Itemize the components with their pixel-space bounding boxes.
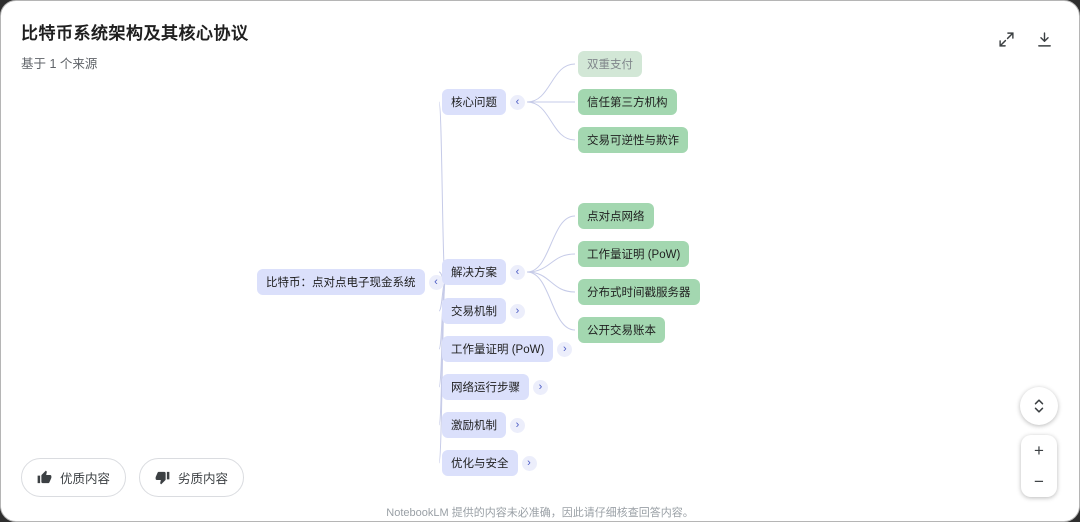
mindmap-node-optimization: 优化与安全›	[442, 450, 537, 476]
mindmap-node-incentive: 激励机制›	[442, 412, 525, 438]
mindmap-node-label-double-spend[interactable]: 双重支付	[578, 51, 642, 77]
chevron-down-icon	[1034, 407, 1044, 413]
bad-content-label: 劣质内容	[178, 472, 229, 486]
zoom-in-button[interactable]: +	[1021, 435, 1057, 466]
mindmap-node-public-ledger: 公开交易账本	[578, 317, 665, 343]
mindmap-node-label-p2p-network[interactable]: 点对点网络	[578, 203, 654, 229]
collapse-button-solutions[interactable]: ‹	[510, 264, 525, 280]
mindmap-node-label-core-problems[interactable]: 核心问题	[442, 89, 506, 115]
mindmap-node-pow-branch: 工作量证明 (PoW)›	[442, 336, 573, 362]
page-title: 比特币系统架构及其核心协议	[21, 24, 249, 43]
mindmap-node-tx-mechanism: 交易机制›	[442, 298, 525, 324]
mindmap-node-third-party: 信任第三方机构	[578, 89, 677, 115]
header: 比特币系统架构及其核心协议 基于 1 个来源	[21, 19, 249, 72]
mindmap-node-reversibility: 交易可逆性与欺诈	[578, 127, 688, 153]
download-icon	[1037, 31, 1051, 47]
map-controls: + −	[1020, 387, 1058, 497]
feedback-bar: 优质内容 劣质内容	[21, 458, 245, 497]
mindmap-node-label-solutions[interactable]: 解决方案	[442, 259, 506, 285]
mindmap-node-label-tx-mechanism[interactable]: 交易机制	[442, 298, 506, 324]
thumbs-up-icon	[37, 470, 52, 484]
mindmap-node-root: 比特币：点对点电子现金系统‹	[257, 269, 444, 295]
scroll-toggle-button[interactable]	[1020, 387, 1058, 425]
chevron-up-icon	[1034, 399, 1044, 405]
download-button[interactable]	[1033, 28, 1055, 50]
expand-button-pow-branch[interactable]: ›	[557, 341, 573, 357]
collapse-button-core-problems[interactable]: ‹	[510, 94, 525, 110]
mindmap-node-solutions: 解决方案‹	[442, 259, 525, 285]
mindmap-node-label-pow-branch[interactable]: 工作量证明 (PoW)	[442, 336, 554, 362]
mindmap-node-label-timestamp-server[interactable]: 分布式时间戳服务器	[578, 279, 700, 305]
expand-button-network-steps[interactable]: ›	[533, 379, 548, 395]
mindmap-node-label-pow-solution[interactable]: 工作量证明 (PoW)	[578, 241, 690, 267]
mindmap-node-pow-solution: 工作量证明 (PoW)	[578, 241, 690, 267]
disclaimer-text: NotebookLM 提供的内容未必准确，因此请仔细核查回答内容。	[386, 507, 694, 519]
mindmap-node-label-reversibility[interactable]: 交易可逆性与欺诈	[578, 127, 688, 153]
mindmap-node-label-incentive[interactable]: 激励机制	[442, 412, 506, 438]
zoom-controls: + −	[1021, 435, 1057, 497]
expand-button-incentive[interactable]: ›	[510, 417, 525, 433]
zoom-out-button[interactable]: −	[1021, 466, 1057, 497]
fit-to-screen-icon	[998, 31, 1014, 47]
mindmap-node-label-root[interactable]: 比特币：点对点电子现金系统	[257, 269, 425, 295]
mindmap-node-core-problems: 核心问题‹	[442, 89, 525, 115]
collapse-button-root[interactable]: ‹	[428, 274, 444, 290]
expand-button-optimization[interactable]: ›	[521, 455, 537, 471]
mindmap-node-double-spend: 双重支付	[578, 51, 642, 77]
good-content-label: 优质内容	[60, 472, 111, 486]
thumbs-down-icon	[155, 471, 170, 485]
mindmap-node-label-third-party[interactable]: 信任第三方机构	[578, 89, 677, 115]
good-content-button[interactable]: 优质内容	[21, 458, 127, 497]
expand-button-tx-mechanism[interactable]: ›	[510, 303, 525, 319]
mindmap-node-label-network-steps[interactable]: 网络运行步骤	[442, 374, 529, 400]
fit-to-screen-button[interactable]	[995, 28, 1017, 50]
mindmap-node-label-optimization[interactable]: 优化与安全	[442, 450, 518, 476]
mindmap-node-p2p-network: 点对点网络	[578, 203, 654, 229]
mindmap-node-network-steps: 网络运行步骤›	[442, 374, 548, 400]
bad-content-button[interactable]: 劣质内容	[139, 458, 245, 497]
header-actions	[995, 28, 1055, 50]
mindmap-node-label-public-ledger[interactable]: 公开交易账本	[578, 317, 665, 343]
mindmap-node-timestamp-server: 分布式时间戳服务器	[578, 279, 700, 305]
source-count: 基于 1 个来源	[21, 57, 98, 71]
